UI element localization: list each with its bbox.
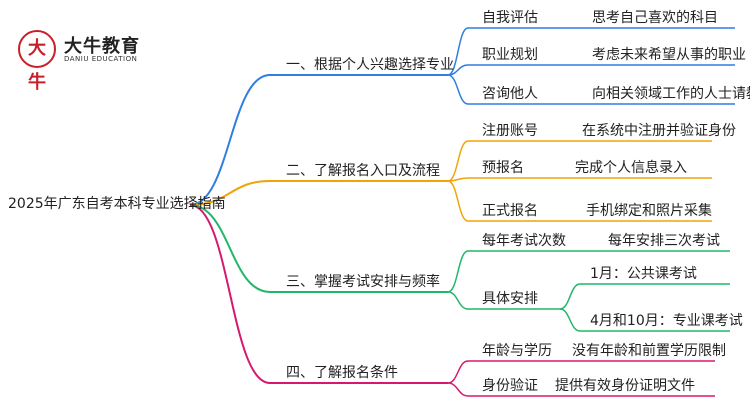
child-connector [447, 140, 469, 182]
logo-badge-icon: 大牛 [18, 30, 56, 93]
child-label: 注册账号 [482, 123, 538, 139]
branch-connector [189, 204, 271, 293]
child-label: 咨询他人 [482, 86, 538, 102]
leaf-label: 在系统中注册并验证身份 [582, 123, 736, 139]
child-label: 自我评估 [482, 10, 538, 26]
branch-connector [189, 180, 271, 206]
child-connector [447, 250, 469, 293]
child-connector [447, 180, 469, 222]
child-connector [447, 74, 469, 105]
branch-connector [189, 74, 271, 206]
child-label: 职业规划 [482, 47, 538, 63]
child-label: 具体安排 [482, 291, 538, 307]
child-label: 预报名 [482, 160, 524, 176]
child-connector [447, 27, 469, 76]
leaf-label: 向相关领域工作的人士请教 [592, 86, 750, 102]
leaf-label: 考虑未来希望从事的职业 [592, 47, 746, 63]
subleaf-connector [559, 283, 581, 310]
child-label: 每年考试次数 [482, 233, 566, 249]
leaf-label: 完成个人信息录入 [575, 160, 687, 176]
child-connector [447, 291, 469, 310]
logo-name-en: DANIU EDUCATION [64, 55, 138, 63]
branch-connector [189, 204, 271, 384]
subleaf-label: 4月和10月：专业课考试 [590, 313, 743, 329]
branch-label: 二、了解报名入口及流程 [286, 163, 440, 179]
branch-label: 三、掌握考试安排与频率 [286, 274, 440, 290]
branch-label: 一、根据个人兴趣选择专业 [286, 57, 454, 73]
leaf-label: 思考自己喜欢的科目 [592, 10, 718, 26]
child-label: 年龄与学历 [482, 343, 552, 359]
leaf-label: 手机绑定和照片采集 [586, 203, 712, 219]
mindmap-root: 2025年广东自考本科专业选择指南 [8, 196, 226, 212]
leaf-label: 提供有效身份证明文件 [555, 378, 695, 394]
subleaf-label: 1月：公共课考试 [590, 266, 697, 282]
child-label: 身份验证 [482, 378, 538, 394]
logo-name-cn: 大牛教育 [64, 36, 140, 57]
subleaf-connector [559, 308, 581, 332]
leaf-label: 没有年龄和前置学历限制 [572, 343, 726, 359]
child-connector [447, 360, 469, 384]
child-connector [447, 382, 469, 397]
brand-logo: 大牛 大牛教育 DANIU EDUCATION [18, 30, 148, 93]
leaf-label: 每年安排三次考试 [608, 233, 720, 249]
child-label: 正式报名 [482, 203, 538, 219]
branch-label: 四、了解报名条件 [286, 365, 398, 381]
